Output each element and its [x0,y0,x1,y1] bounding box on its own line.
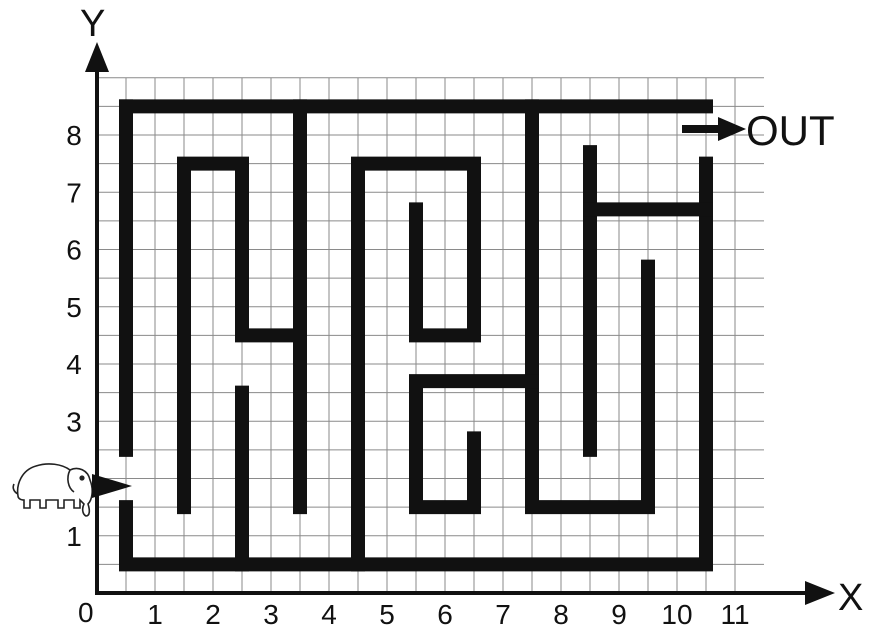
origin-label: 0 [78,597,94,628]
y-axis-label: Y [80,3,105,45]
y-tick-label: 4 [66,349,82,380]
x-tick-label: 8 [553,599,569,630]
x-tick-label: 2 [205,599,221,630]
y-tick-label: 6 [66,235,82,266]
y-tick-label: 5 [66,292,82,323]
x-tick-label: 11 [720,599,749,630]
exit-label: OUT [746,107,835,154]
y-tick-label: 8 [66,120,82,151]
x-tick-labels: 1 2 3 4 5 6 7 8 9 10 11 [147,599,749,630]
x-tick-label: 4 [321,599,337,630]
x-axis-arrow-icon [805,581,835,605]
y-tick-label: 1 [66,521,82,552]
x-tick-label: 10 [661,599,692,630]
x-tick-label: 1 [147,599,163,630]
x-axis-label: X [838,577,863,619]
x-tick-label: 9 [611,599,627,630]
y-axis-arrow-icon [85,42,109,72]
x-tick-label: 6 [437,599,453,630]
y-tick-label: 3 [66,406,82,437]
x-tick-label: 7 [495,599,511,630]
y-tick-label: 7 [66,177,82,208]
x-tick-label: 3 [263,599,279,630]
elephant-icon [13,464,92,516]
arrow-right-icon [718,117,746,141]
x-tick-label: 5 [379,599,395,630]
